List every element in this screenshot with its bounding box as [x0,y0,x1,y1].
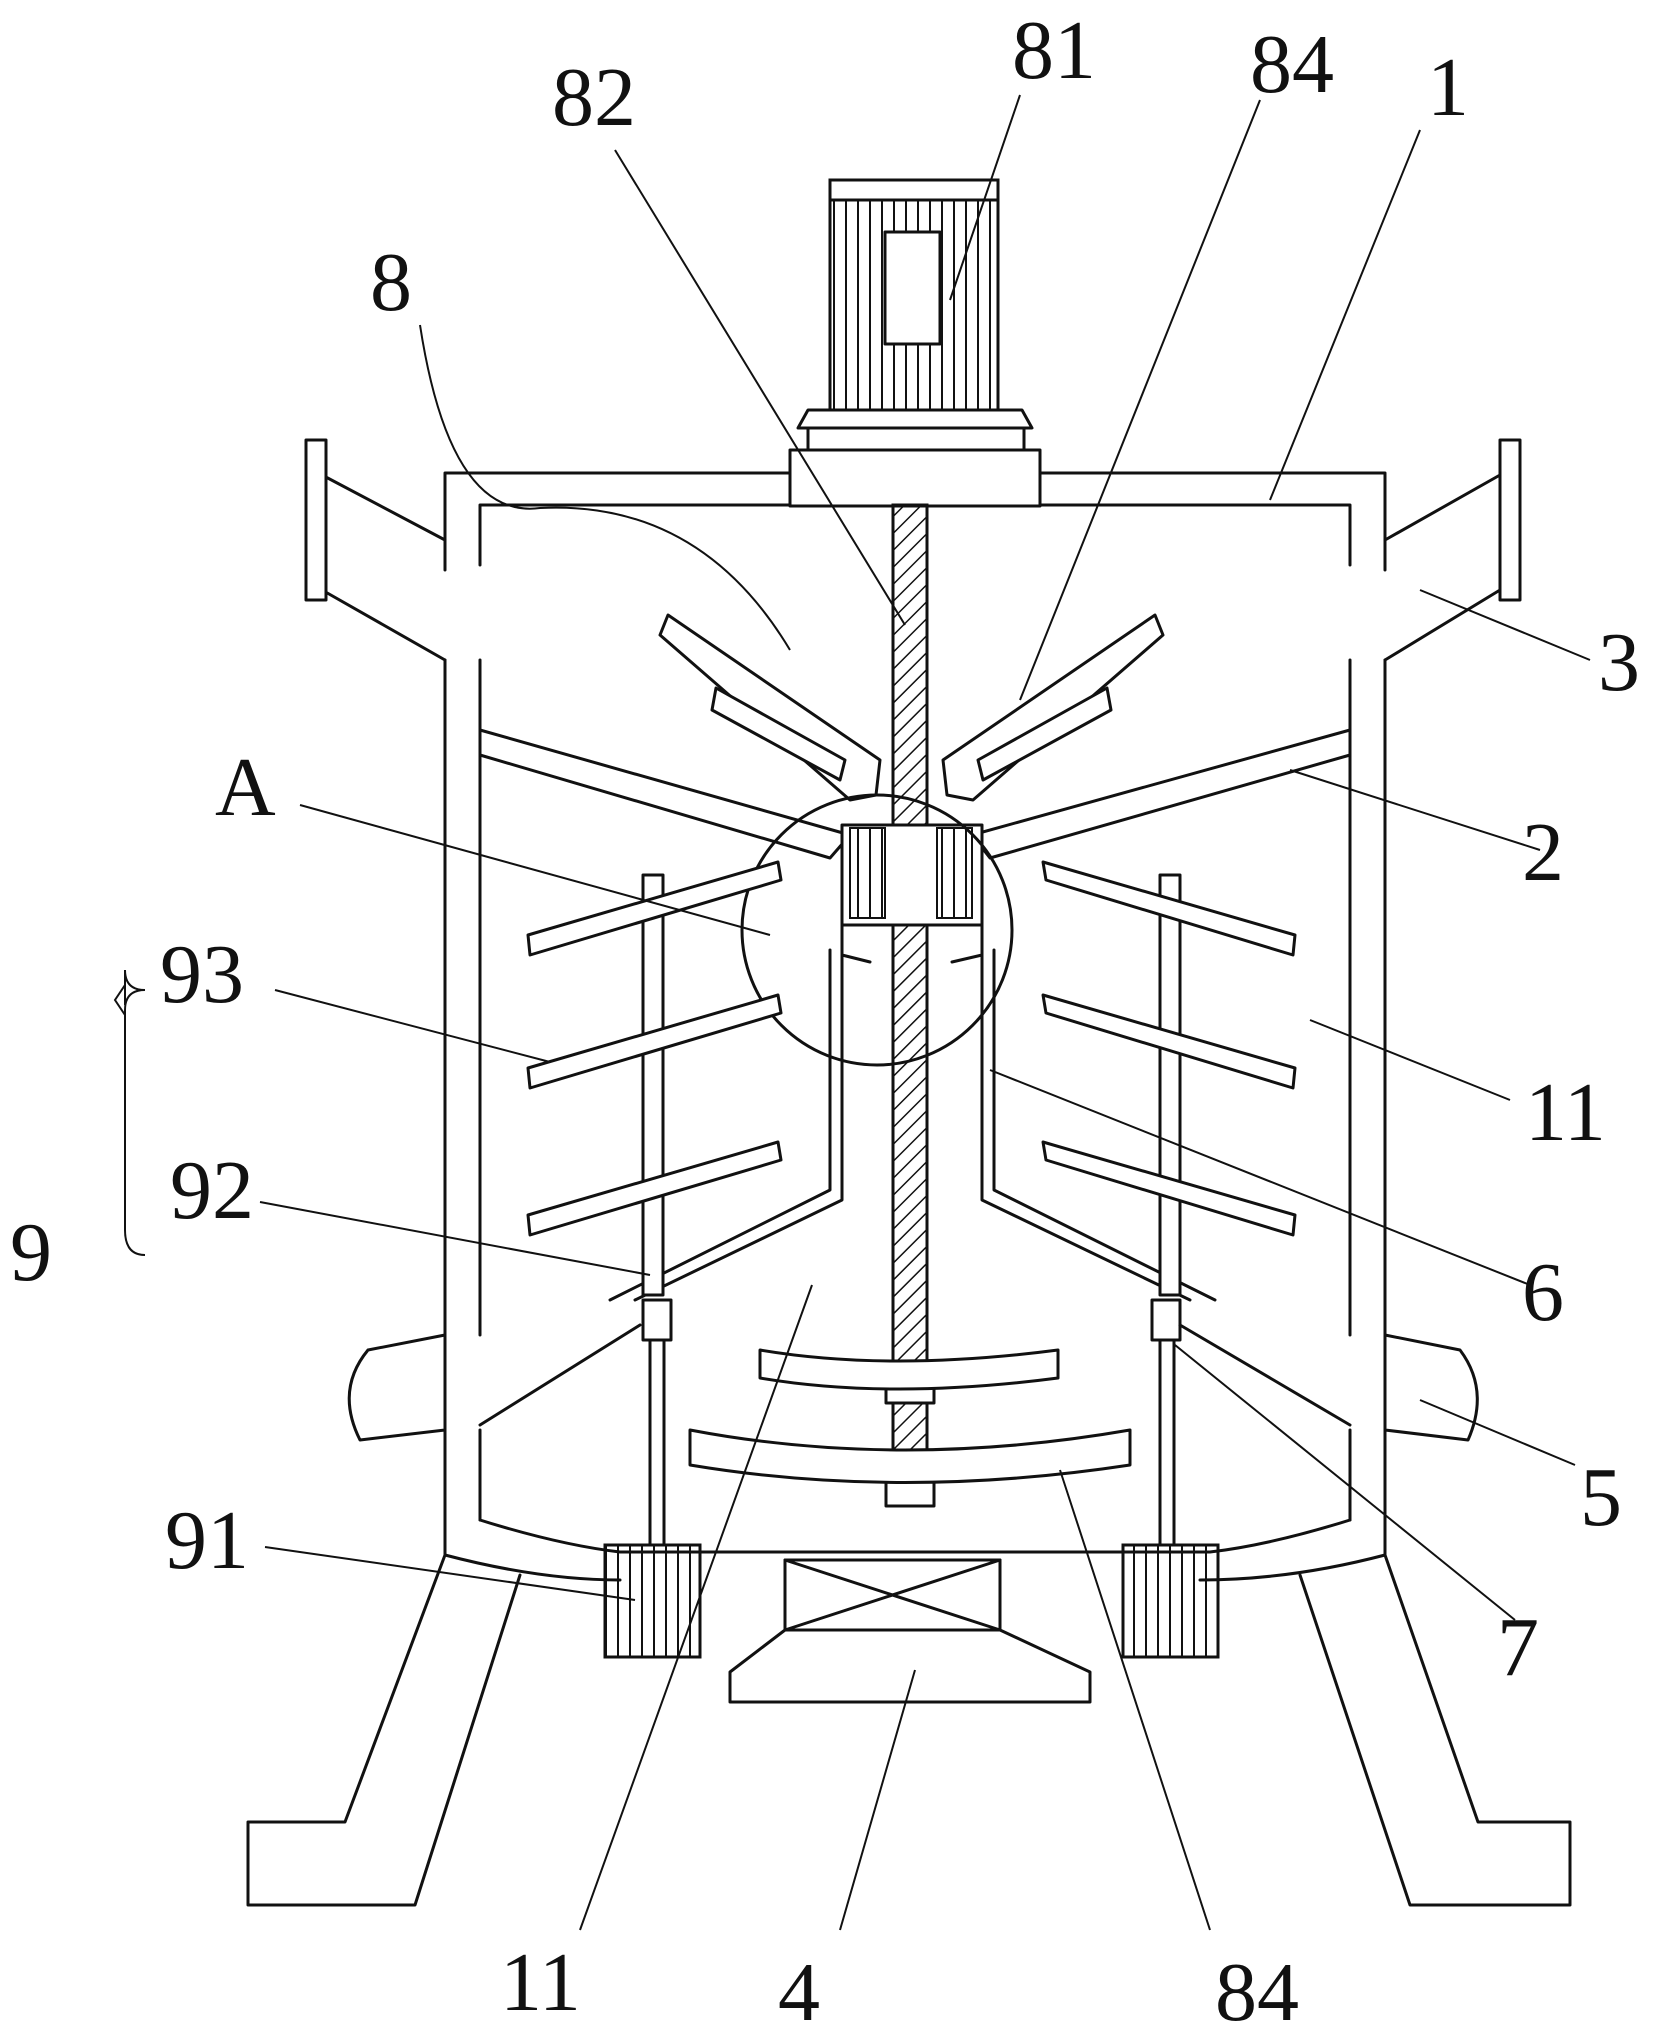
sieve-plate [478,728,1352,964]
leader-lines [113,94,1591,1931]
side-stirrer-left [526,860,783,1659]
label-84-top: 84 [1250,18,1334,111]
drive-shaft [884,503,936,1508]
label-11-bottom: 11 [500,1936,581,2029]
detail-circle-a [740,793,1014,1067]
label-3: 3 [1598,616,1640,709]
label-91: 91 [165,1494,249,1587]
label-82: 82 [552,51,636,144]
support-leg-right [1298,1553,1572,1907]
guide-cone [608,938,1217,1302]
label-81: 81 [1012,4,1096,97]
motor [788,178,1042,508]
inner-tank [478,503,1352,1554]
label-9: 9 [10,1206,52,1299]
upper-blades [658,613,1165,802]
label-8: 8 [370,236,412,329]
label-92: 92 [170,1144,254,1237]
label-1: 1 [1427,41,1469,134]
inlet-pipe-right [1383,438,1522,662]
label-5: 5 [1580,1451,1622,1544]
discharge-valve [728,1558,1092,1704]
outlet-pipe-left [347,1323,642,1442]
label-a: A [215,741,276,834]
label-6: 6 [1522,1246,1564,1339]
label-7: 7 [1497,1601,1539,1694]
lower-blades [688,1348,1132,1484]
label-4: 4 [778,1946,820,2030]
label-11-right: 11 [1525,1066,1606,1159]
inlet-pipe-left [304,438,447,662]
outlet-pipe-right [1178,1323,1479,1442]
label-2: 2 [1522,806,1564,899]
label-84-bottom: 84 [1215,1946,1299,2030]
support-leg-left [246,1553,522,1907]
label-93: 93 [160,928,244,1021]
side-stirrer-right [1041,860,1297,1659]
labels: 81 84 1 82 8 3 2 A 93 11 92 9 6 5 91 7 1… [10,4,1640,2030]
